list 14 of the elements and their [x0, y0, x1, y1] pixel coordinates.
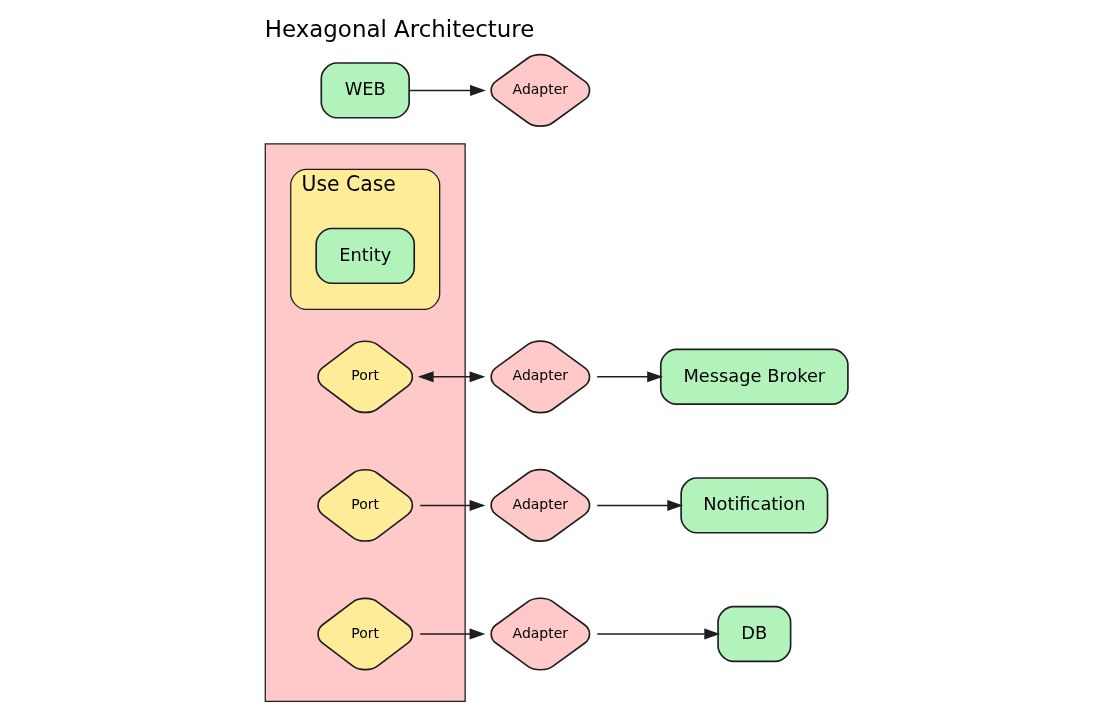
arrow	[418, 499, 485, 511]
arrow	[595, 499, 683, 511]
node-box: Message Broker	[659, 348, 849, 405]
arrow	[417, 371, 485, 383]
node-box: WEB	[319, 62, 410, 119]
node-box: Notification	[679, 477, 828, 534]
node-box: Entity	[314, 227, 415, 285]
cluster	[264, 143, 466, 703]
arrow	[418, 628, 485, 640]
diagram-title: Hexagonal Architecture	[264, 15, 534, 42]
arrow	[407, 84, 486, 96]
arrow	[595, 371, 663, 383]
arrow	[595, 628, 720, 640]
node-box: DB	[716, 605, 791, 663]
